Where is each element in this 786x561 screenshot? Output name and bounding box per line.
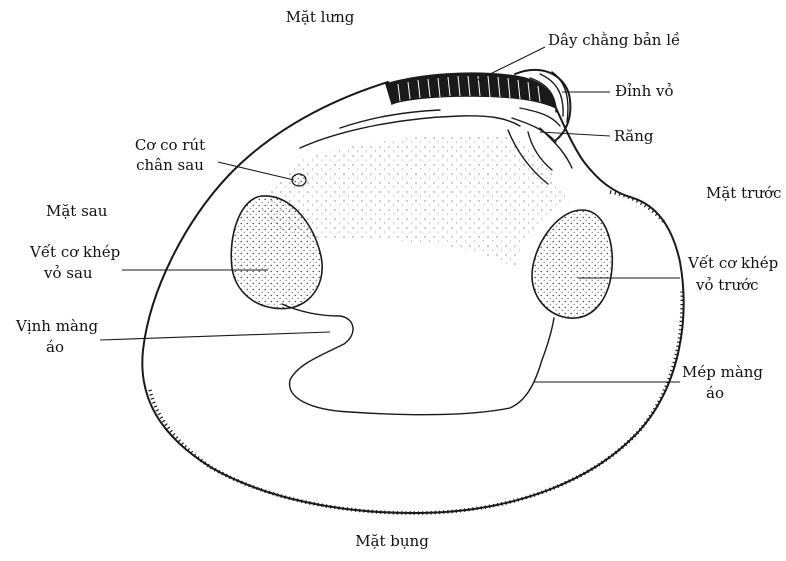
label-ant-adductor-line2: vỏ trước [695,276,759,294]
label-pallial-line2: áo [706,384,724,402]
label-post-adductor-line2: vỏ sau [43,264,93,282]
label-dorsal: Mặt lưng [286,8,355,26]
label-post-adductor-line1: Vết cơ khép [29,243,120,261]
lateral-tooth-line [340,110,440,128]
label-ant-adductor-line1: Vết cơ khép [687,254,778,272]
label-hinge-ligament: Dây chằng bản lề [548,31,680,49]
label-sinus-line1: Vịnh màng [15,317,99,335]
leader-sinus [100,332,330,340]
pedal-retractor-scar [292,174,306,186]
label-pallial-line1: Mép màng [682,363,763,381]
label-ventral: Mặt bụng [355,532,429,550]
pallial-line [282,304,554,415]
label-teeth: Răng [614,127,654,145]
label-posterior: Mặt sau [46,202,108,220]
anterior-adductor-scar [532,210,612,318]
label-sinus-line2: áo [46,338,64,356]
label-retractor-line2: chân sau [136,156,204,174]
leader-teeth [540,132,610,136]
anterior-edge-hatching [610,192,664,222]
leader-retractor [218,162,294,180]
label-retractor-line1: Cơ co rút [135,136,205,154]
label-anterior: Mặt trước [706,184,781,202]
ventral-edge-hatching [150,290,682,513]
label-umbo: Đỉnh vỏ [615,82,674,100]
